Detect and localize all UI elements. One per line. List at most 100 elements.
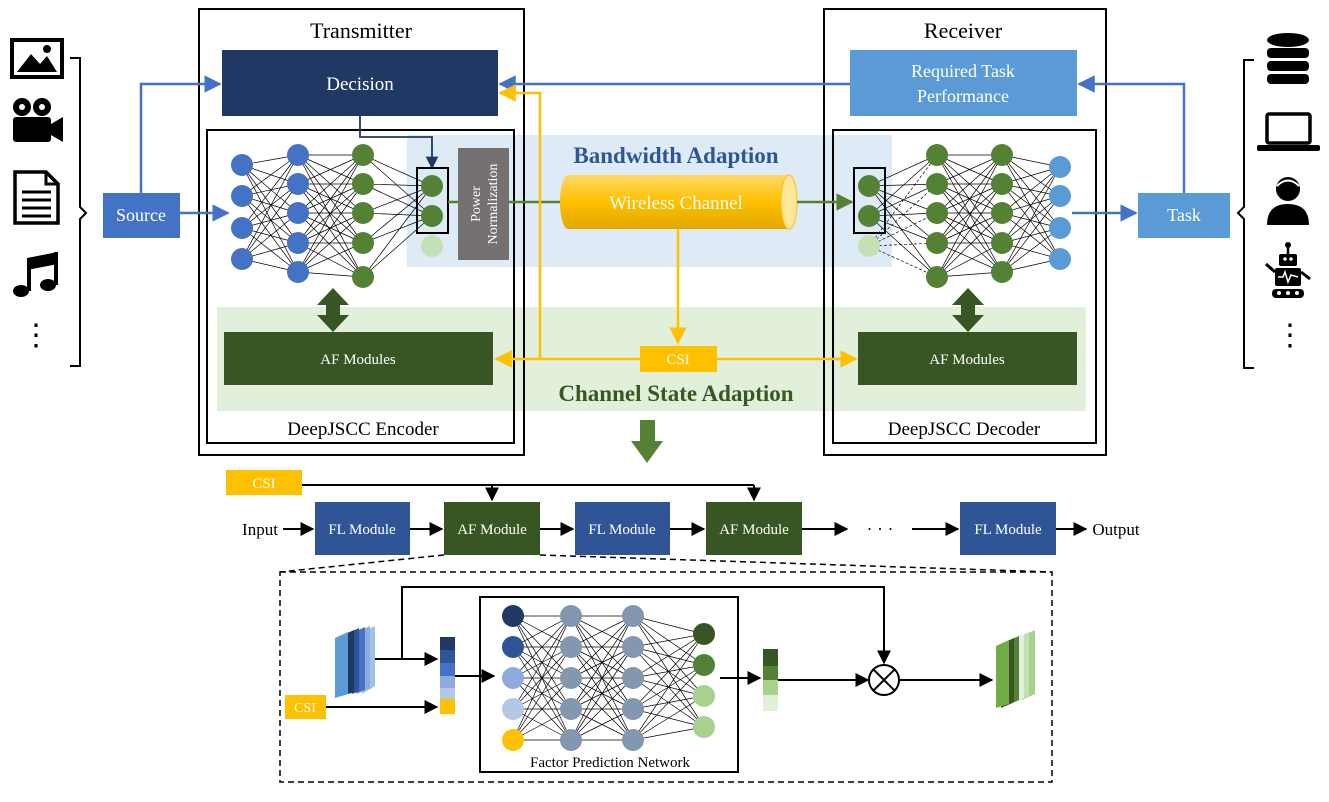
encoder-connection bbox=[362, 154, 433, 187]
decoder-connection bbox=[868, 185, 938, 278]
encoder-connection bbox=[362, 185, 433, 214]
decoder-connection bbox=[1001, 227, 1061, 273]
input-label: Input bbox=[242, 520, 278, 539]
decoder-bottleneck-box bbox=[853, 167, 886, 234]
decoder-inactive-node bbox=[858, 235, 880, 257]
decoder-node bbox=[926, 202, 948, 224]
encoder-connection bbox=[297, 183, 364, 273]
fpn-connection bbox=[632, 633, 705, 679]
detail-csi-label: CSI bbox=[294, 701, 316, 716]
csi-label: CSI bbox=[666, 352, 689, 368]
encoder-connection bbox=[297, 212, 364, 278]
decoder-connection bbox=[868, 185, 938, 214]
decoder-connection bbox=[936, 212, 1003, 244]
fl-module-3 bbox=[960, 502, 1056, 555]
decoder-connection bbox=[936, 242, 1003, 278]
transmitter-title: Transmitter bbox=[310, 18, 413, 43]
encoder-connection bbox=[362, 183, 433, 217]
right-ellipsis: ⋮ bbox=[1275, 319, 1305, 352]
factor-prediction-network-label: Factor Prediction Network bbox=[530, 755, 690, 771]
af-module-2-label: AF Module bbox=[719, 522, 789, 538]
laptop-icon bbox=[1257, 112, 1320, 151]
wireless-channel-label: Wireless Channel bbox=[609, 193, 743, 214]
fpn-node bbox=[560, 698, 582, 720]
fpn-connection bbox=[512, 615, 572, 679]
decoder-node bbox=[1049, 185, 1071, 207]
encoder-connection bbox=[362, 185, 433, 244]
decoder-connection bbox=[936, 212, 1003, 273]
encoder-double-arrow bbox=[317, 288, 349, 332]
decoder-connection bbox=[1001, 212, 1061, 260]
pipeline-ellipsis: · · · bbox=[867, 519, 894, 539]
encoder-nodes bbox=[231, 144, 443, 288]
task-label: Task bbox=[1167, 205, 1201, 225]
decoder-double-arrow bbox=[952, 288, 984, 332]
fpn-connection bbox=[632, 664, 705, 741]
fpn-node bbox=[560, 605, 582, 627]
csi-box bbox=[640, 346, 717, 372]
fpn-connection bbox=[570, 677, 634, 741]
af-detail-box bbox=[279, 571, 1053, 783]
encoder-connection bbox=[297, 212, 364, 273]
decoder-node bbox=[926, 173, 948, 195]
encoder-connection bbox=[297, 154, 364, 214]
encoder-af-modules-box bbox=[224, 332, 493, 385]
encoder-connection bbox=[297, 154, 364, 185]
fpn-connection bbox=[570, 708, 634, 741]
encoder-inactive-node bbox=[421, 235, 443, 257]
encoder-node bbox=[287, 173, 309, 195]
decoder-connection bbox=[868, 154, 938, 217]
fpn-node bbox=[560, 636, 582, 658]
encoder-node bbox=[287, 232, 309, 254]
source-box bbox=[103, 193, 180, 238]
required-task-label-1: Required Task bbox=[911, 61, 1015, 81]
encoder-bottleneck-box bbox=[416, 167, 449, 234]
encoder-connection bbox=[297, 242, 364, 278]
encoder-label: DeepJSCC Encoder bbox=[287, 419, 439, 440]
channel-state-adaption-label: Channel State Adaption bbox=[558, 381, 793, 406]
encoder-connection bbox=[241, 195, 299, 273]
encoder-connection bbox=[241, 227, 299, 273]
encoder-node bbox=[287, 202, 309, 224]
fpn-node bbox=[622, 698, 644, 720]
decoder-connections bbox=[868, 154, 1061, 278]
decoder-af-modules-box bbox=[858, 332, 1077, 385]
decoder-node bbox=[926, 266, 948, 288]
fpn-node bbox=[502, 729, 524, 751]
task-to-required-arrow bbox=[1077, 75, 1186, 193]
decoder-connection bbox=[1001, 166, 1061, 244]
encoder-connection bbox=[241, 164, 299, 273]
fpn-node bbox=[622, 636, 644, 658]
robot-icon bbox=[1265, 242, 1311, 298]
decoder-connection bbox=[936, 183, 1003, 244]
normalization-label: Normalization bbox=[486, 164, 501, 245]
decoder-connection bbox=[1001, 154, 1061, 260]
decoder-dashed-connection bbox=[868, 245, 938, 278]
encoder-node bbox=[352, 173, 374, 195]
decoder-label: DeepJSCC Decoder bbox=[888, 419, 1041, 440]
fpn-connection bbox=[632, 633, 705, 648]
fl-module-2 bbox=[575, 502, 670, 555]
encoder-connection bbox=[241, 164, 299, 214]
decoder-af-modules-label: AF Modules bbox=[929, 352, 1005, 368]
decoder-node bbox=[926, 144, 948, 166]
fpn-node bbox=[560, 667, 582, 689]
decoder-node bbox=[926, 232, 948, 254]
decision-box bbox=[222, 50, 498, 116]
fpn-node bbox=[693, 685, 715, 707]
decoder-node bbox=[991, 173, 1013, 195]
multiply-operator bbox=[868, 664, 900, 696]
source-label: Source bbox=[116, 205, 166, 225]
wireless-channel-end bbox=[780, 174, 798, 230]
fpn-connection bbox=[632, 633, 705, 741]
fpn-connection bbox=[570, 615, 634, 710]
decoder-node bbox=[1049, 217, 1071, 239]
encoder-connection bbox=[241, 195, 299, 244]
right-brace bbox=[1236, 59, 1254, 369]
decoder-node bbox=[991, 202, 1013, 224]
encoder-connection bbox=[241, 154, 299, 197]
pooled-vector bbox=[440, 637, 455, 714]
detail-csi-box bbox=[285, 695, 326, 719]
encoder-connection bbox=[241, 154, 299, 229]
decoder-dashed-connection bbox=[868, 212, 938, 247]
